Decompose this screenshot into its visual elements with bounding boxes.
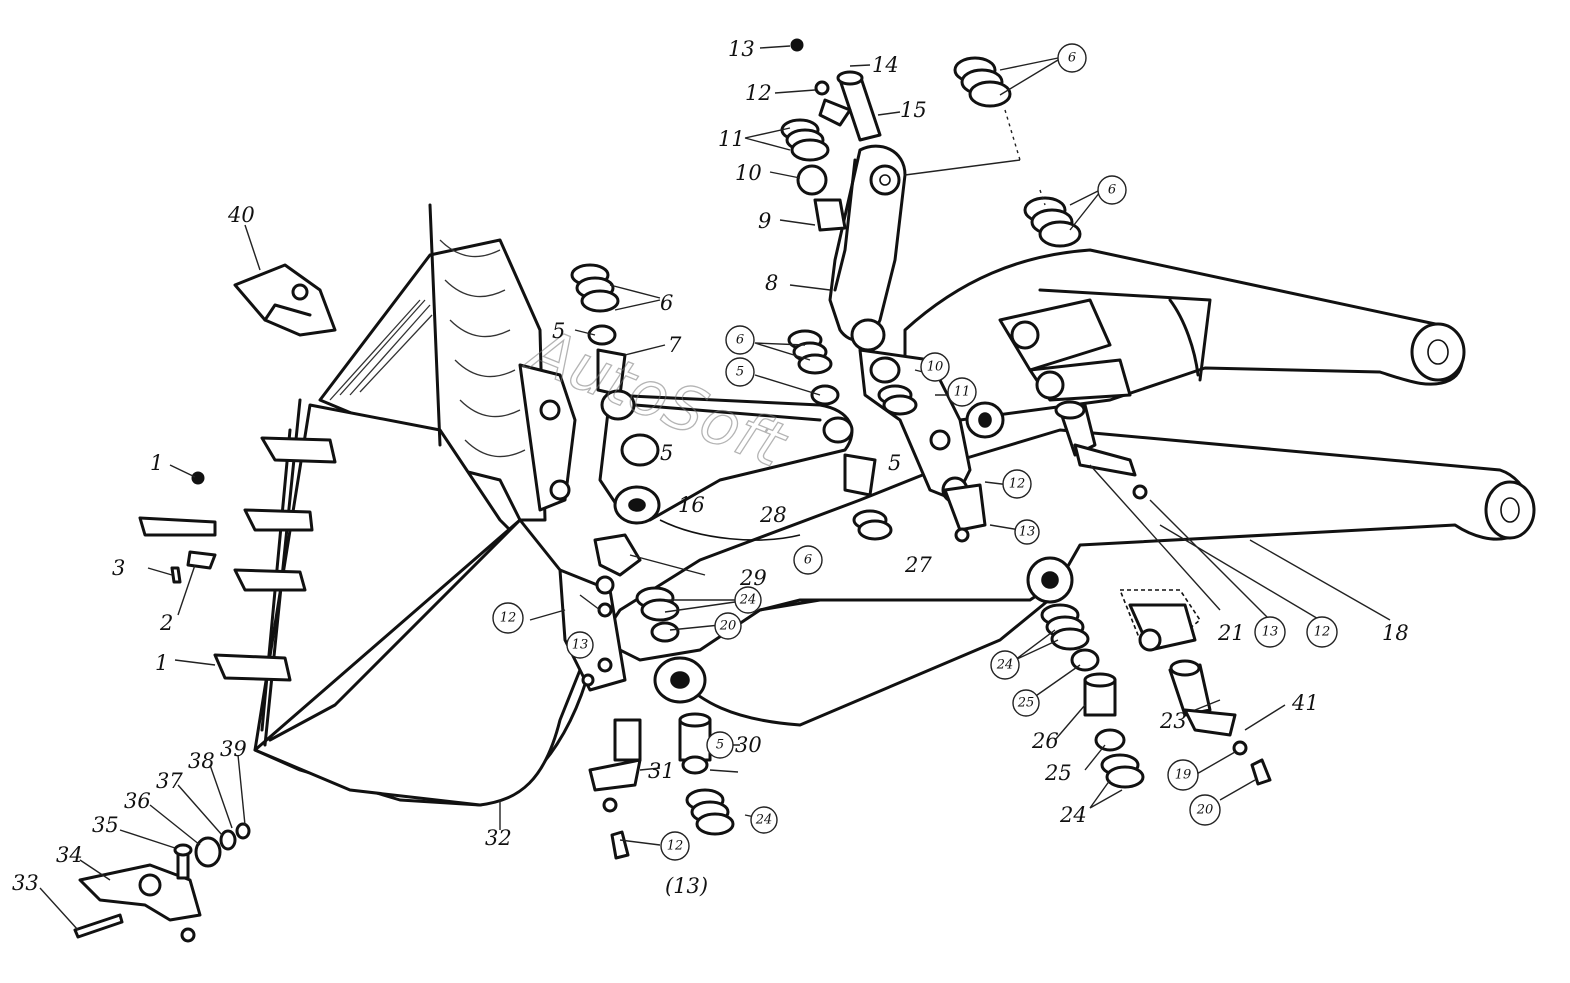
label-5-lower: 5 <box>716 738 724 753</box>
label-13-bottom: (13) <box>665 874 708 898</box>
label-36: 36 <box>124 789 151 813</box>
label-18: 18 <box>1382 621 1409 645</box>
label-10-mid: 10 <box>927 360 944 375</box>
bracket-40 <box>233 263 337 337</box>
label-5-mid: 5 <box>736 365 744 380</box>
lift-link <box>828 144 907 342</box>
label-10-top: 10 <box>735 161 762 185</box>
label-24-mid: 24 <box>739 593 757 608</box>
label-5-bucket: 5 <box>660 441 673 465</box>
label-31: 31 <box>648 759 675 783</box>
label-13-right: 13 <box>1019 525 1036 540</box>
label-25: 25 <box>1044 761 1072 785</box>
label-24-right: 24 <box>996 658 1014 673</box>
label-3: 3 <box>112 556 125 580</box>
boom-arms <box>598 248 1536 727</box>
label-11-top: 11 <box>718 127 745 151</box>
label-12-right: 12 <box>1009 477 1026 492</box>
label-5-center: 5 <box>888 451 901 475</box>
pins-and-bushings <box>570 38 1272 860</box>
label-13-circle-right: 13 <box>1262 625 1279 640</box>
label-16: 16 <box>678 493 705 517</box>
bucket <box>253 203 627 807</box>
label-12-bucket: 12 <box>500 611 517 626</box>
label-27: 27 <box>904 553 932 577</box>
label-12-top: 12 <box>745 81 772 105</box>
label-6-right: 6 <box>1108 183 1116 198</box>
label-38: 38 <box>188 749 215 773</box>
bucket-teeth <box>213 436 337 682</box>
label-15: 15 <box>900 98 927 122</box>
label-6-mid: 6 <box>736 333 744 348</box>
label-7: 7 <box>668 333 682 357</box>
label-33: 33 <box>12 871 39 895</box>
label-40: 40 <box>227 203 255 227</box>
label-13-top: 13 <box>728 37 755 61</box>
label-24-lower: 24 <box>755 813 773 828</box>
label-37: 37 <box>156 769 183 793</box>
label-12-circle-right: 12 <box>1314 625 1331 640</box>
label-21: 21 <box>1217 621 1245 645</box>
label-28: 28 <box>759 503 787 527</box>
label-14: 14 <box>872 53 899 77</box>
label-5-left: 5 <box>552 319 565 343</box>
label-34: 34 <box>56 843 83 867</box>
label-26: 26 <box>1031 729 1059 753</box>
label-35: 35 <box>92 813 119 837</box>
part-number-labels: 13 14 12 15 11 10 9 8 6 5 7 40 1 3 2 1 1… <box>12 37 1409 898</box>
label-13-bucket: 13 <box>572 638 589 653</box>
label-4: 1 <box>150 451 163 475</box>
label-20-bottom: 20 <box>1196 803 1214 818</box>
label-12-lower: 12 <box>667 839 684 854</box>
tooth-detail <box>73 822 251 943</box>
label-11-mid: 11 <box>954 385 971 400</box>
label-41: 41 <box>1291 691 1319 715</box>
label-23: 23 <box>1159 709 1187 733</box>
label-30: 30 <box>735 733 762 757</box>
label-24-bottom: 24 <box>1059 803 1087 827</box>
circled-labels: 6 6 6 5 10 11 12 13 6 13 12 12 13 24 20 … <box>492 43 1338 861</box>
label-9: 9 <box>758 209 771 233</box>
label-19: 19 <box>1175 768 1192 783</box>
leader-lines <box>39 45 1391 931</box>
label-6-top-right: 6 <box>1068 51 1076 66</box>
tooth-small-part <box>138 471 217 584</box>
label-2: 2 <box>159 611 173 635</box>
label-6-lower: 6 <box>804 553 812 568</box>
label-32: 32 <box>485 826 512 850</box>
label-8: 8 <box>765 271 778 295</box>
label-6-left: 6 <box>660 291 673 315</box>
label-29: 29 <box>739 566 767 590</box>
label-1: 1 <box>155 651 168 675</box>
label-20-mid: 20 <box>719 619 737 634</box>
label-39: 39 <box>220 737 247 761</box>
label-25-right: 25 <box>1017 696 1035 711</box>
